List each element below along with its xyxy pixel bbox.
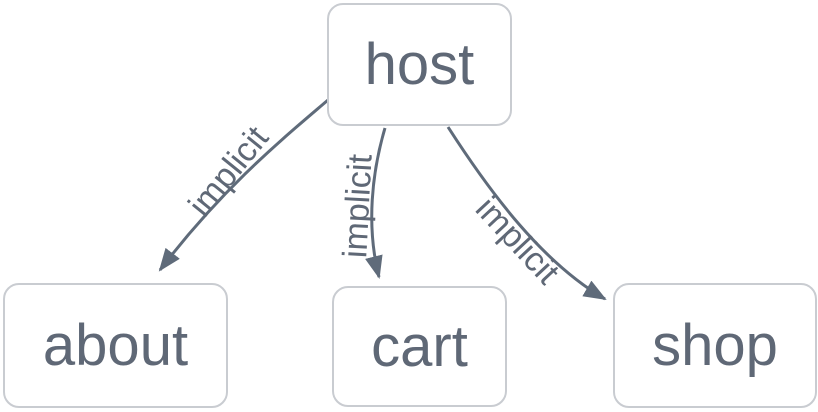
- node-shop-label: shop: [652, 312, 778, 378]
- node-cart: cart: [332, 286, 507, 407]
- edge-label-host-cart: implicit: [336, 153, 379, 259]
- node-host-label: host: [364, 31, 475, 97]
- edge-host-cart: [365, 127, 387, 279]
- node-cart-label: cart: [371, 313, 468, 379]
- node-shop: shop: [613, 283, 817, 408]
- edge-label-host-shop: implicit: [468, 190, 567, 292]
- node-about: about: [3, 283, 228, 408]
- node-about-label: about: [42, 312, 189, 378]
- edge-host-shop: [446, 126, 607, 301]
- edge-label-host-about: implicit: [181, 119, 276, 224]
- node-host: host: [327, 3, 512, 126]
- edge-host-about: [158, 98, 329, 272]
